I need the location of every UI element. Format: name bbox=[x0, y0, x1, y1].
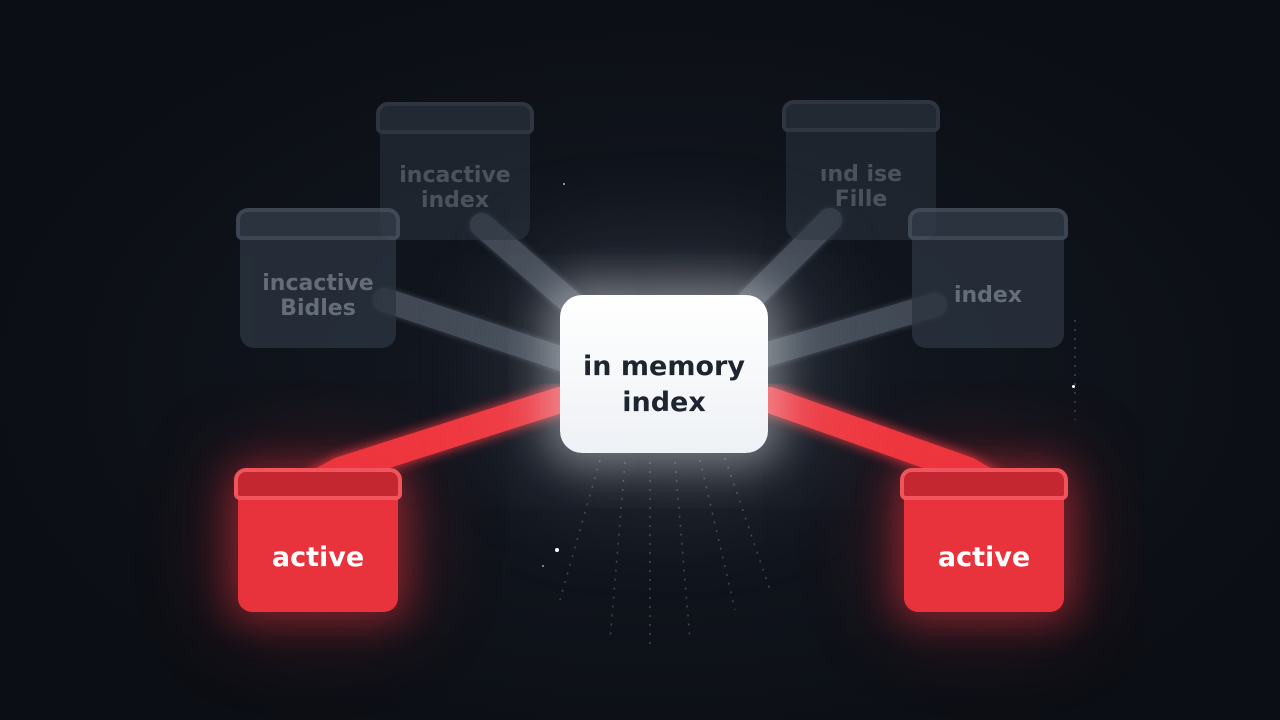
bucket-label: incactive index bbox=[399, 162, 511, 213]
bucket-lid bbox=[782, 100, 940, 132]
bucket-lid bbox=[908, 208, 1068, 240]
bucket-inactive-mid-right: index bbox=[908, 208, 1068, 348]
connector-mid-right bbox=[753, 293, 947, 367]
bucket-label: active bbox=[271, 542, 365, 574]
bucket-inactive-top-left: incactive index bbox=[376, 102, 534, 240]
bucket-inactive-mid-left: incactive Bidles bbox=[236, 208, 400, 348]
center-node-label: in memory index bbox=[583, 351, 745, 418]
light-rays bbox=[559, 320, 1076, 650]
bucket-lid bbox=[376, 102, 534, 134]
sparkle bbox=[1072, 385, 1075, 388]
bucket-label: active bbox=[937, 542, 1031, 574]
bucket-label: ınd ise Fille bbox=[819, 161, 903, 212]
bucket-lid bbox=[236, 208, 400, 240]
sparkle bbox=[563, 183, 565, 185]
sparkle bbox=[555, 548, 559, 552]
bucket-active-bottom-left: active bbox=[234, 468, 402, 612]
bucket-label: index bbox=[953, 283, 1023, 309]
bucket-active-bottom-right: active bbox=[900, 468, 1068, 612]
in-memory-index-node: in memory index bbox=[560, 295, 768, 453]
bucket-lid bbox=[234, 468, 402, 500]
bucket-label: incactive Bidles bbox=[262, 270, 374, 321]
bucket-lid bbox=[900, 468, 1068, 500]
sparkle bbox=[542, 565, 544, 567]
connector-mid-left bbox=[373, 288, 577, 372]
